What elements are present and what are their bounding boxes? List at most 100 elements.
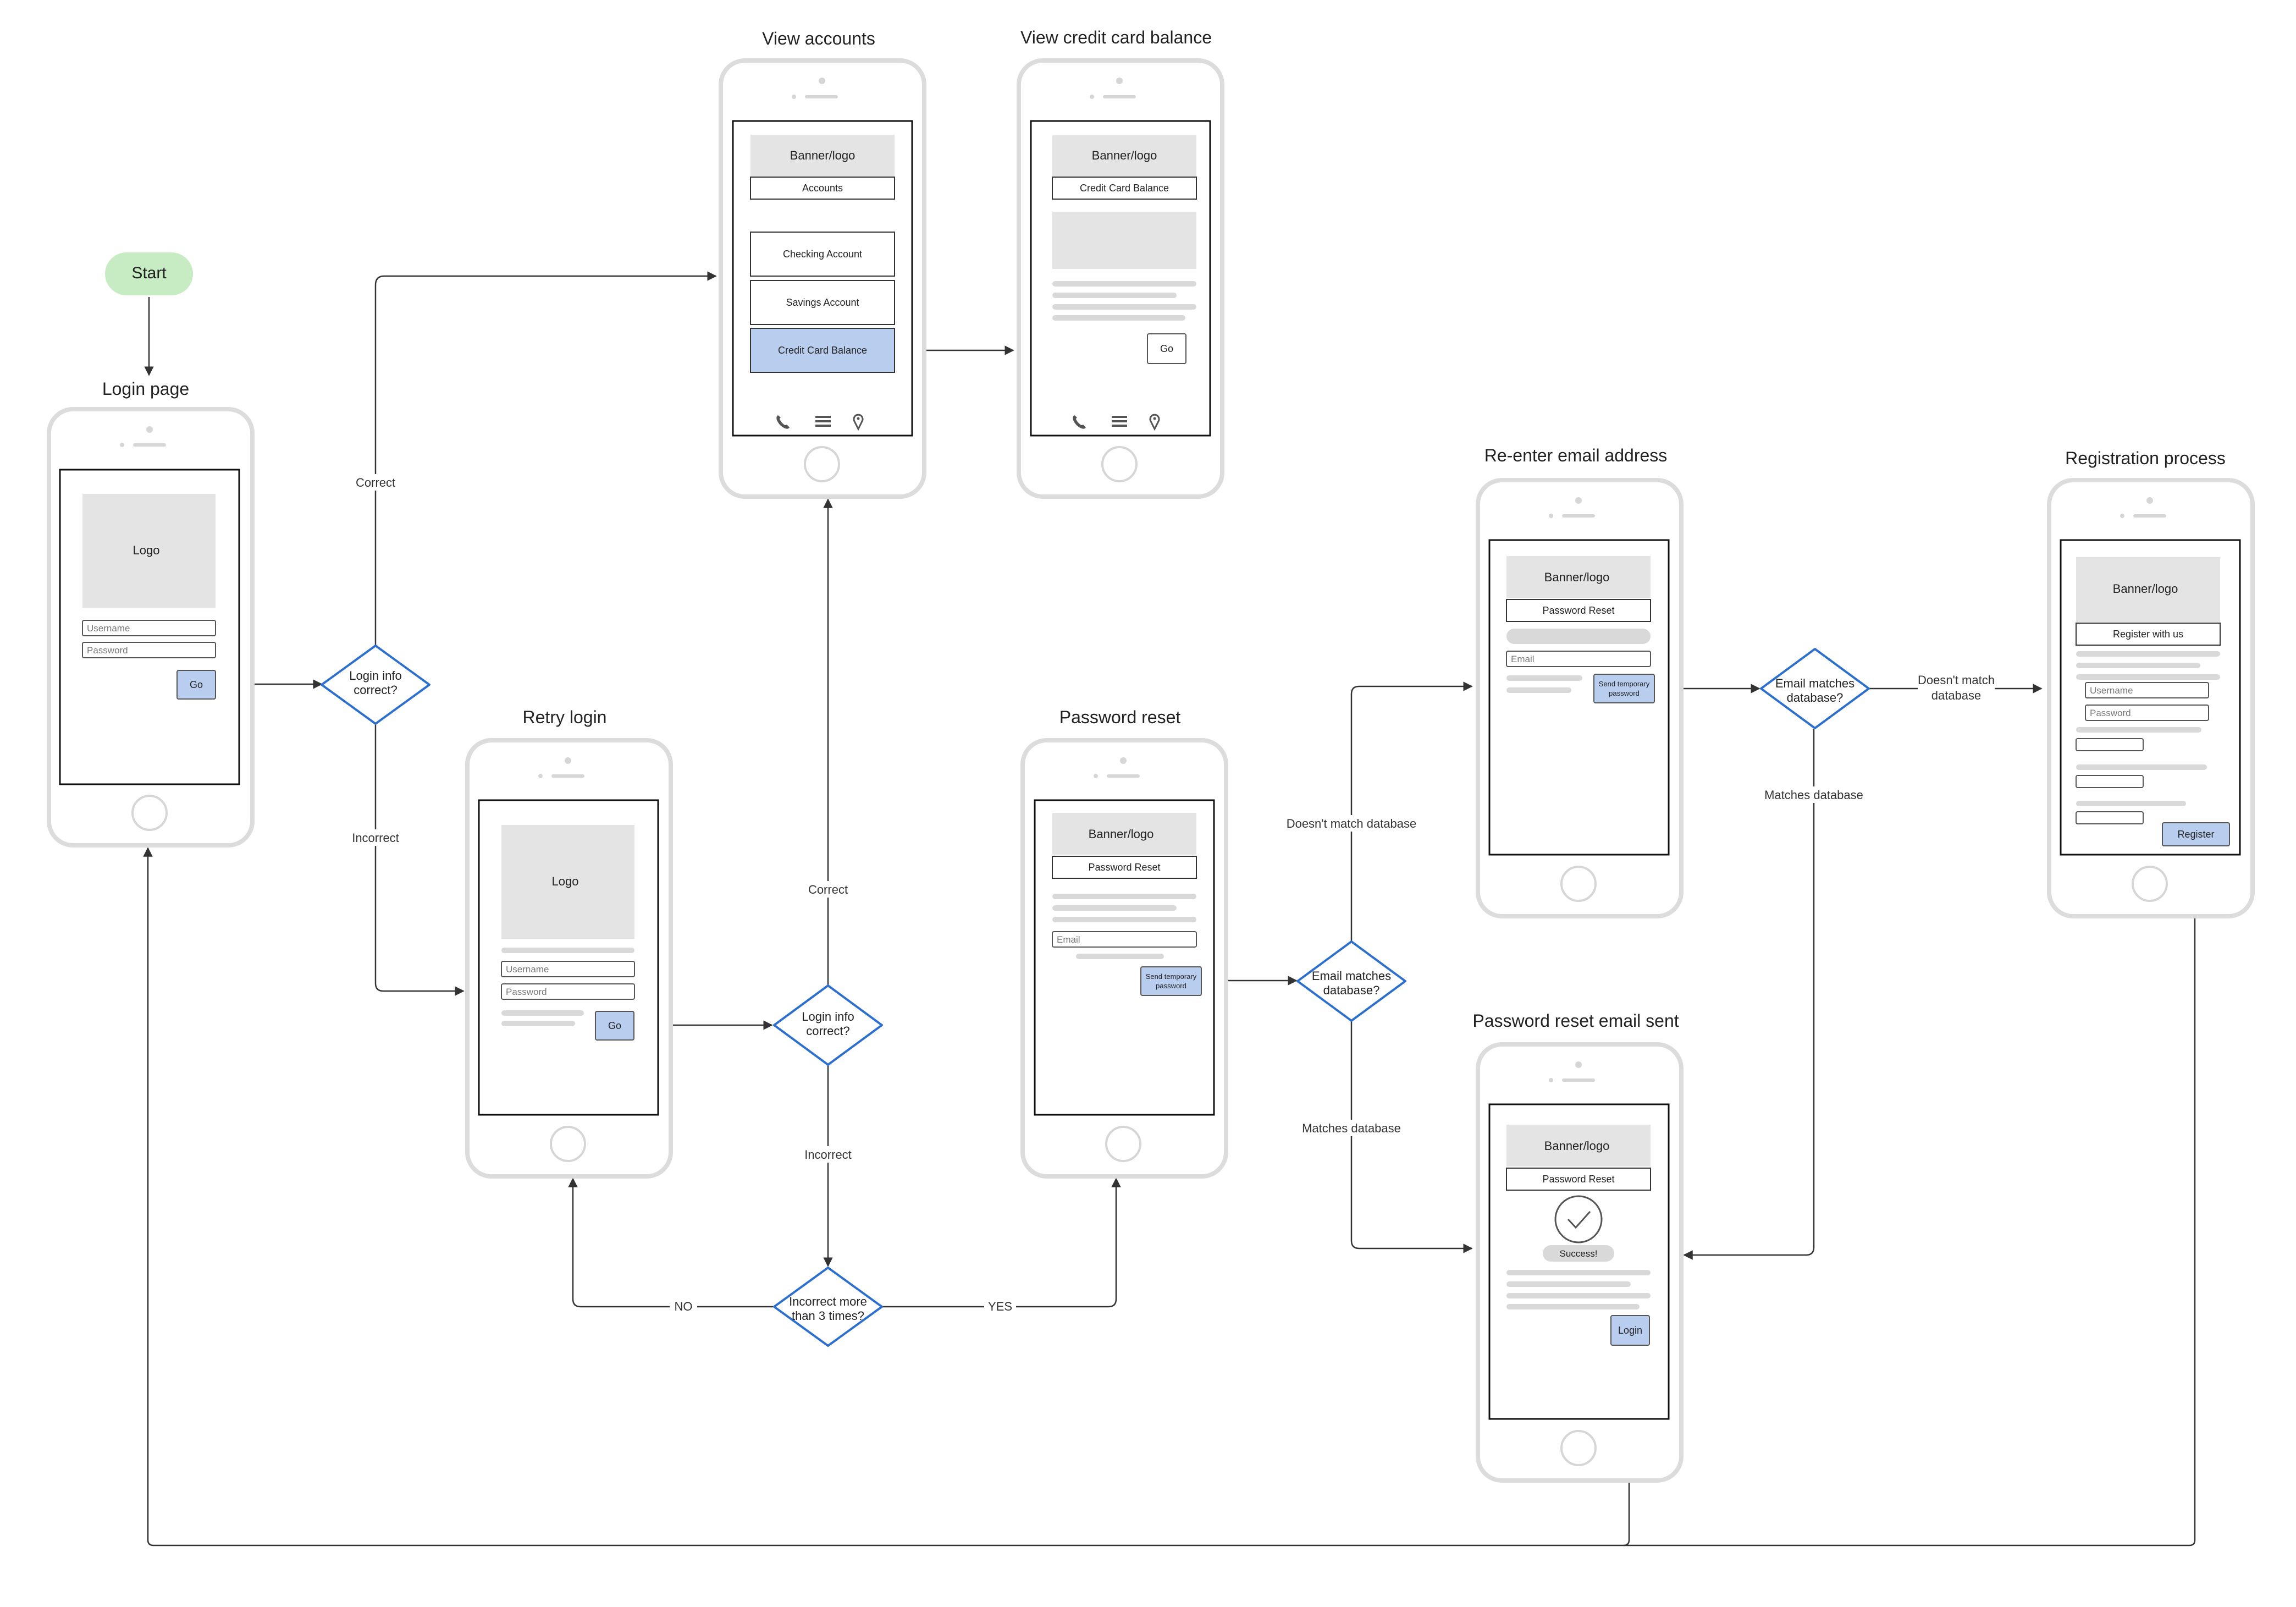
password-field[interactable] [501,983,635,1000]
edge-label-yes: YES [988,1300,1012,1313]
go-button-label: Go [608,1020,621,1031]
banner-placeholder [1506,1125,1651,1166]
savings-account-label: Savings Account [786,297,859,308]
text-line [1506,1281,1631,1287]
text-line [2076,663,2200,668]
screen-password-reset: Password reset Banner/logo Password Rese… [1020,707,1228,1179]
send-temporary-password-button[interactable] [1593,674,1655,703]
edge-label-no-match-1: Doesn't match database [1287,817,1417,830]
text-line [1052,905,1177,911]
phone-speaker [551,774,584,778]
go-button[interactable] [1147,333,1186,364]
send-button-label-line2: password [1156,982,1186,990]
home-button[interactable] [1105,1126,1141,1162]
checking-account-button[interactable] [750,232,895,277]
decision-text-line2: correct? [354,683,397,697]
register-button[interactable] [2162,822,2230,846]
screen-title: Password reset email sent [1472,1011,1679,1031]
text-line [1076,954,1164,959]
edge-label-no-match-2-line2: database [1931,689,1982,702]
phone-sensor [1094,774,1098,778]
home-button[interactable] [1101,446,1138,482]
text-line [1506,687,1571,693]
short-input-field[interactable] [2076,811,2144,824]
username-field[interactable] [501,961,635,977]
text-line [1052,894,1196,899]
screen-login: Login page Logo Username Password Go [47,379,255,847]
banner-placeholder [750,135,895,177]
edge-check1-incorrect [374,724,465,996]
home-button[interactable] [804,446,840,482]
username-placeholder: Username [87,623,130,634]
decision-text-line1: Email matches [1775,676,1855,690]
phone-camera [2146,497,2153,504]
screen-reenter-email: Re-enter email address Banner/logo Passw… [1476,445,1684,918]
screen-title: Retry login [523,707,607,727]
email-field[interactable] [1052,931,1197,948]
banner-placeholder [1506,556,1651,598]
phone-sensor [1549,514,1553,518]
banner-label: Banner/logo [1092,148,1157,162]
go-button[interactable] [176,670,216,700]
checkmark-circle-icon [1554,1195,1603,1243]
edge-attempts-no [568,1177,773,1308]
home-button[interactable] [550,1126,586,1162]
edge-label-incorrect-1: Incorrect [352,831,399,845]
phone-speaker [1562,1078,1595,1082]
error-message-placeholder [1506,629,1651,644]
home-button[interactable] [1560,1430,1597,1466]
success-label: Success! [1560,1248,1598,1259]
text-line [1052,315,1185,321]
text-line [2076,674,2220,680]
credit-card-balance-button[interactable] [750,328,895,373]
home-button[interactable] [131,795,168,831]
password-placeholder: Password [87,645,128,656]
reset-header-label: Password Reset [1088,862,1160,873]
short-input-field[interactable] [2076,738,2144,751]
text-line [501,1021,575,1026]
text-line [501,948,634,953]
home-button[interactable] [1560,866,1597,902]
screen-title: Password reset [1059,707,1181,727]
password-placeholder: Password [506,987,547,997]
savings-account-button[interactable] [750,280,895,325]
checkmark-icon [1567,1210,1591,1229]
screen-view-accounts: View accounts Banner/logo Accounts Check… [719,29,926,499]
email-field[interactable] [1506,651,1651,667]
start-label: Start [131,264,167,282]
text-line [1052,281,1196,287]
decisions: Login info correct? Login info correct? … [321,645,1870,1347]
phone-sensor [1090,95,1094,99]
screen-title: View credit card balance [1020,27,1212,47]
decision-text-line2: than 3 times? [792,1309,864,1323]
password-field[interactable] [2085,705,2209,721]
text-line [2076,651,2220,657]
credit-card-balance-label: Credit Card Balance [778,345,867,356]
home-button[interactable] [2132,866,2168,902]
phone-camera [146,426,153,433]
screen-reset-email-sent: Password reset email sent Banner/logo Pa… [1472,1011,1684,1483]
go-button[interactable] [595,1011,634,1041]
password-field[interactable] [82,642,216,658]
edge-label-no: NO [675,1300,693,1313]
decision-email-check-2: Email matches database? [1760,648,1870,729]
login-button[interactable] [1610,1315,1650,1346]
phone-camera [565,757,571,764]
banner-placeholder [2076,557,2220,622]
username-field[interactable] [2085,682,2209,698]
send-temporary-password-button[interactable] [1140,966,1202,996]
short-input-field[interactable] [2076,775,2144,788]
edge-check1-correct [374,271,717,646]
menu-icon[interactable] [815,416,831,427]
screen-title: Re-enter email address [1484,445,1668,465]
username-placeholder: Username [2090,685,2133,696]
reset-header [1052,856,1197,879]
edge-emailcheck1-match [1350,1021,1473,1253]
username-field[interactable] [82,620,216,636]
username-placeholder: Username [506,964,549,975]
phone-speaker [1562,514,1595,518]
text-line [1506,1270,1651,1275]
menu-icon[interactable] [1112,416,1127,427]
reset-header [1506,1168,1651,1191]
text-line [1506,1304,1640,1309]
